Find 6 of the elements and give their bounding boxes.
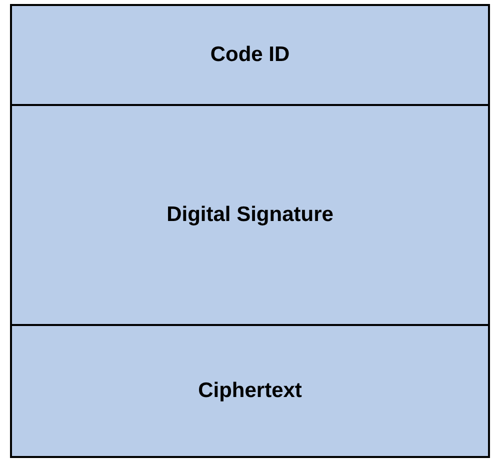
block-label: Ciphertext [198, 379, 302, 403]
field-block [10, 324, 490, 458]
field-block [10, 4, 490, 106]
block-label: Code ID [210, 43, 290, 67]
field-block [10, 104, 490, 326]
block-label: Digital Signature [166, 203, 334, 227]
